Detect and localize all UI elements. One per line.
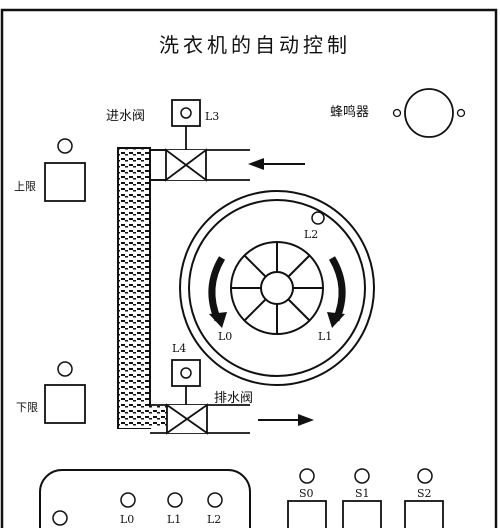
lamp-l3-indicator — [180, 107, 192, 119]
switch-s1-button[interactable] — [342, 500, 382, 528]
lamp-l3-box — [171, 99, 201, 127]
lamp-l2-label: L2 — [304, 228, 318, 241]
drum-spokes — [231, 242, 323, 334]
rotate-right-arrow-icon — [328, 256, 346, 322]
upper-limit-label: 上限 — [14, 180, 36, 193]
rotate-left-arrow-icon — [208, 256, 226, 322]
buzzer-icon — [404, 88, 454, 138]
indicator-panel — [39, 469, 251, 528]
drain-valve-label: 排水阀 — [214, 391, 253, 406]
buzzer-terminal-right — [456, 108, 466, 118]
drum-outer — [179, 190, 375, 386]
switch-s2-label: S2 — [417, 487, 432, 500]
lower-limit-label: 下限 — [16, 401, 38, 414]
lower-limit-indicator — [57, 361, 73, 377]
lamp-l0-drum-label: L0 — [218, 330, 232, 343]
lamp-l1-drum-label: L1 — [318, 330, 332, 343]
drain-valve-icon — [166, 403, 208, 435]
panel-power-indicator — [52, 510, 68, 526]
switch-s2-button[interactable] — [404, 500, 444, 528]
drain-pipe-water — [119, 406, 167, 428]
buzzer-label: 蜂鸣器 — [330, 104, 369, 120]
drum-inner — [188, 199, 366, 377]
panel-l0-label: L0 — [120, 513, 134, 526]
switch-s1-label: S1 — [355, 487, 370, 500]
buzzer-terminal-left — [392, 108, 402, 118]
outflow-arrow-head — [298, 414, 314, 426]
rotate-left-arrowhead — [209, 312, 227, 328]
upper-limit-indicator — [57, 138, 73, 154]
switch-s0-indicator — [299, 468, 315, 484]
inflow-arrow-head — [248, 158, 264, 170]
panel-l2-label: L2 — [207, 513, 221, 526]
water-tank — [117, 147, 151, 429]
inlet-valve-label: 进水阀 — [106, 109, 145, 124]
lamp-l4-label: L4 — [172, 342, 186, 355]
upper-limit-switch[interactable] — [44, 162, 86, 202]
lamp-l4-indicator — [180, 367, 192, 379]
lamp-l4-box — [171, 359, 201, 387]
switch-s2-indicator — [417, 468, 433, 484]
panel-l1-label: L1 — [167, 513, 181, 526]
panel-l2-indicator — [207, 492, 223, 508]
panel-frame — [0, 8, 498, 528]
lamp-l2-indicator — [311, 211, 325, 225]
switch-s0-label: S0 — [299, 487, 314, 500]
lower-limit-switch[interactable] — [44, 384, 86, 424]
switch-s0-button[interactable] — [287, 500, 327, 528]
switch-s1-indicator — [354, 468, 370, 484]
page-title: 洗衣机的自动控制 — [159, 33, 351, 57]
panel-l1-indicator — [167, 492, 183, 508]
rotate-right-arrowhead — [327, 312, 345, 328]
panel-l0-indicator — [120, 492, 136, 508]
lamp-l3-label: L3 — [205, 110, 219, 123]
